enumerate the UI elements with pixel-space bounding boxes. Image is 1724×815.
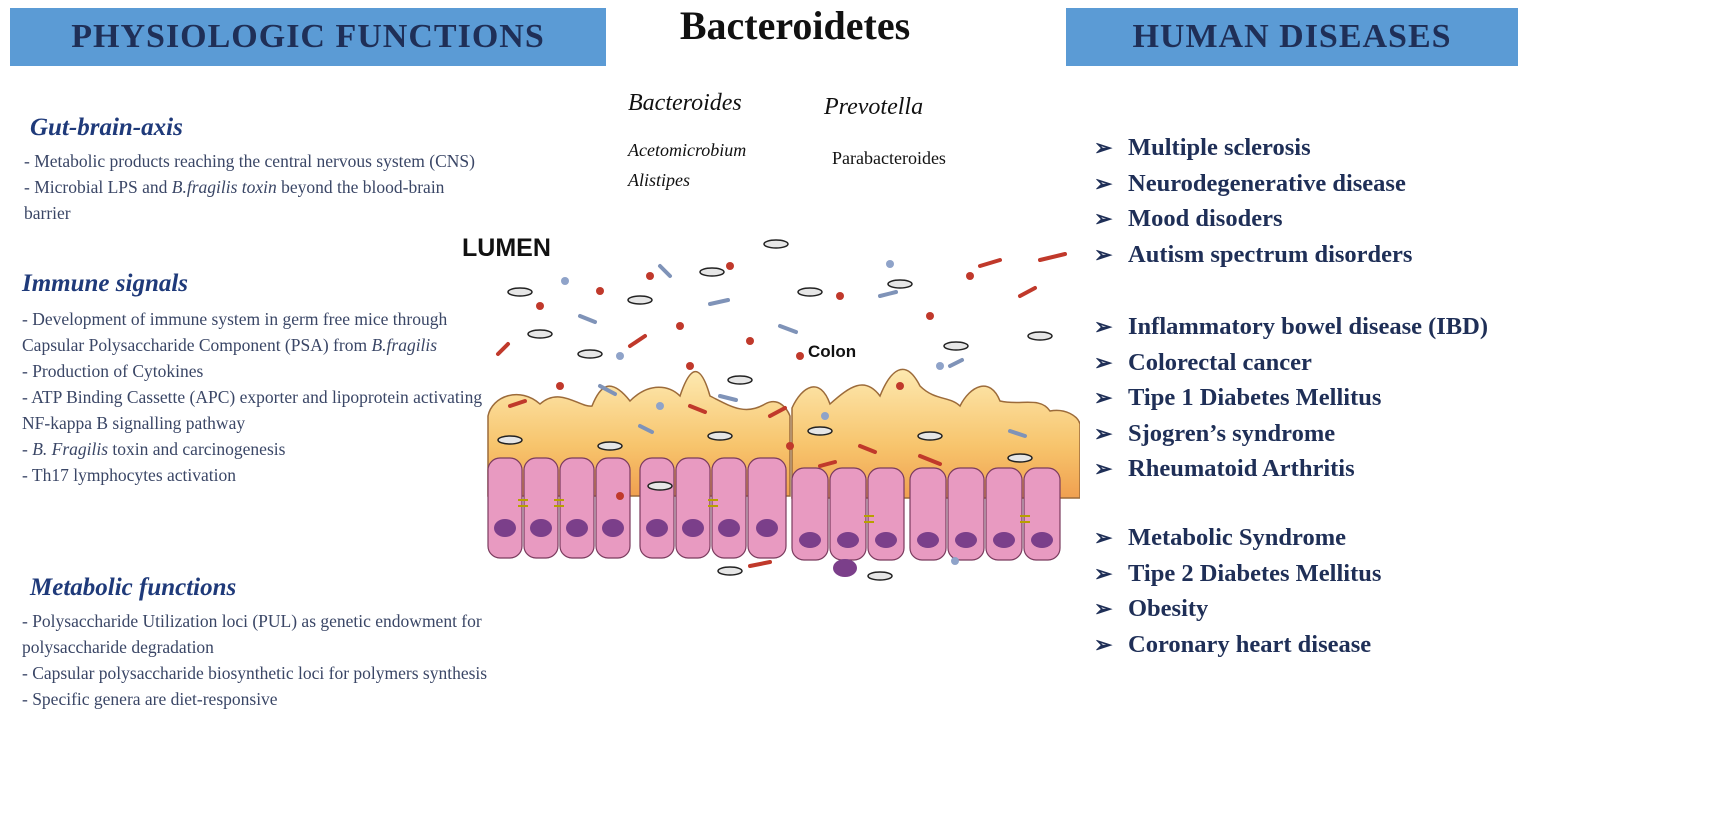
diagram-title: Bacteroidetes — [650, 2, 940, 49]
arrow-bullet-icon: ➢ — [1094, 130, 1128, 166]
gut-brain-axis-body: - Metabolic products reaching the centra… — [24, 148, 494, 226]
arrow-bullet-icon: ➢ — [1094, 309, 1128, 345]
disease-item: ➢Metabolic Syndrome — [1094, 520, 1381, 556]
immune-signals-body: - Development of immune system in germ f… — [22, 306, 508, 488]
disease-item: ➢Autism spectrum disorders — [1094, 237, 1412, 273]
genus-acetomicrobium: Acetomicrobium — [628, 140, 746, 161]
arrow-bullet-icon: ➢ — [1094, 237, 1128, 273]
arrow-bullet-icon: ➢ — [1094, 451, 1128, 487]
arrow-bullet-icon: ➢ — [1094, 416, 1128, 452]
immune-item: - B. Fragilis toxin and carcinogenesis — [22, 436, 508, 462]
arrow-bullet-icon: ➢ — [1094, 627, 1128, 663]
disease-item: ➢Mood disoders — [1094, 201, 1412, 237]
gut-epithelium-illustration — [480, 236, 1080, 596]
gut-brain-axis-title: Gut-brain-axis — [30, 114, 183, 142]
disease-item: ➢Tipe 1 Diabetes Mellitus — [1094, 380, 1488, 416]
metabolic-item: - Specific genera are diet-responsive — [22, 686, 502, 712]
disease-item: ➢Inflammatory bowel disease (IBD) — [1094, 309, 1488, 345]
disease-group-neuro: ➢Multiple sclerosis ➢Neurodegenerative d… — [1094, 130, 1412, 272]
arrow-bullet-icon: ➢ — [1094, 201, 1128, 237]
genus-parabacteroides: Parabacteroides — [832, 148, 946, 169]
arrow-bullet-icon: ➢ — [1094, 556, 1128, 592]
gut-brain-item: - Metabolic products reaching the centra… — [24, 148, 494, 174]
disease-item: ➢Sjogren’s syndrome — [1094, 416, 1488, 452]
genus-prevotella: Prevotella — [824, 94, 923, 121]
arrow-bullet-icon: ➢ — [1094, 345, 1128, 381]
metabolic-item: - Capsular polysaccharide biosynthetic l… — [22, 660, 502, 686]
genus-alistipes: Alistipes — [628, 170, 690, 191]
metabolic-item: - Polysaccharide Utilization loci (PUL) … — [22, 608, 502, 660]
physiologic-functions-header: PHYSIOLOGIC FUNCTIONS — [10, 8, 606, 66]
disease-item: ➢Colorectal cancer — [1094, 345, 1488, 381]
immune-signals-title: Immune signals — [22, 270, 188, 298]
human-diseases-header: HUMAN DISEASES — [1066, 8, 1518, 66]
immune-item: - ATP Binding Cassette (APC) exporter an… — [22, 384, 508, 436]
metabolic-functions-title: Metabolic functions — [30, 574, 236, 602]
arrow-bullet-icon: ➢ — [1094, 166, 1128, 202]
colon-label: Colon — [808, 342, 856, 362]
disease-item: ➢Coronary heart disease — [1094, 627, 1381, 663]
disease-item: ➢Multiple sclerosis — [1094, 130, 1412, 166]
immune-item: - Th17 lymphocytes activation — [22, 462, 508, 488]
immune-item: - Production of Cytokines — [22, 358, 508, 384]
disease-group-immune: ➢Inflammatory bowel disease (IBD) ➢Color… — [1094, 309, 1488, 487]
disease-item: ➢Obesity — [1094, 591, 1381, 627]
arrow-bullet-icon: ➢ — [1094, 520, 1128, 556]
genus-bacteroides: Bacteroides — [628, 90, 742, 117]
arrow-bullet-icon: ➢ — [1094, 591, 1128, 627]
disease-group-metabolic: ➢Metabolic Syndrome ➢Tipe 2 Diabetes Mel… — [1094, 520, 1381, 662]
disease-item: ➢Neurodegenerative disease — [1094, 166, 1412, 202]
disease-item: ➢Rheumatoid Arthritis — [1094, 451, 1488, 487]
disease-item: ➢Tipe 2 Diabetes Mellitus — [1094, 556, 1381, 592]
arrow-bullet-icon: ➢ — [1094, 380, 1128, 416]
gut-brain-item: - Microbial LPS and B.fragilis toxin bey… — [24, 174, 494, 226]
metabolic-functions-body: - Polysaccharide Utilization loci (PUL) … — [22, 608, 502, 712]
immune-item: - Development of immune system in germ f… — [22, 306, 508, 358]
